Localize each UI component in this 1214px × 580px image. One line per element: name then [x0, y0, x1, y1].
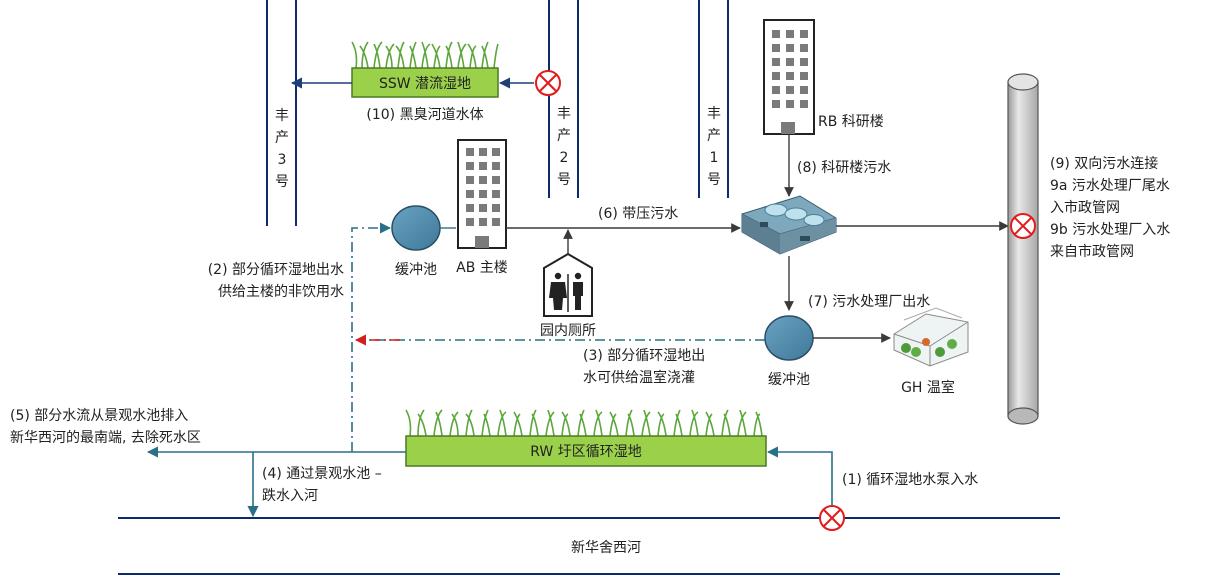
channel-fengchan-2: 丰 产 2 号: [548, 0, 579, 198]
ssw-label: SSW 潜流湿地: [379, 76, 471, 92]
flow-8-label: (8) 科研楼污水: [797, 160, 891, 176]
flow-4-line-2: 跌水入河: [262, 488, 318, 504]
ab-label: AB 主楼: [456, 260, 508, 276]
building-icon: [457, 139, 507, 249]
valve-icon[interactable]: [535, 70, 561, 96]
building-icon: [763, 19, 815, 135]
flow-1-label: (1) 循环湿地水泵入水: [842, 472, 978, 488]
grass-icon: [405, 409, 763, 437]
flow-2-line-1: (2) 部分循环湿地出水: [208, 262, 344, 278]
flow-9-line-1: (9) 双向污水连接: [1050, 155, 1158, 172]
buffer-pool-upper: [391, 205, 441, 251]
buffer-upper-label: 缓冲池: [395, 262, 437, 278]
nonpotable-supply-line: [351, 222, 392, 452]
channel-1-label-2: 产: [707, 128, 721, 144]
channel-2-label-1: 丰: [557, 106, 571, 122]
municipal-sewer-pipe: [1007, 73, 1039, 425]
channel-2-label-4: 号: [557, 172, 571, 188]
buffer-pool-lower: [764, 315, 814, 361]
flow-2-line-2: 供给主楼的非饮用水: [218, 284, 344, 300]
channel-3-label-2: 产: [275, 130, 289, 146]
valve-icon[interactable]: [1010, 213, 1036, 239]
flow-9-line-3: 入市政管网: [1050, 199, 1120, 216]
flow-9-line-2: 9a 污水处理厂尾水: [1050, 178, 1170, 194]
rw-wetland: RW 圩区循环湿地: [405, 409, 767, 467]
ssw-wetland: SSW 潜流湿地 (10) 黑臭河道水体: [351, 41, 499, 123]
toilet-icon: [543, 252, 593, 317]
flow-5-line-1: (5) 部分水流从景观水池排入: [10, 408, 188, 424]
channel-1-label-3: 1: [710, 150, 719, 166]
channel-2-label-3: 2: [560, 150, 569, 166]
channel-3-label-1: 丰: [275, 108, 289, 124]
flow-5-line-2: 新华西河的最南端, 去除死水区: [10, 430, 201, 446]
flow-3-line-2: 水可供给温室浇灌: [583, 369, 695, 386]
channel-fengchan-1: 丰 产 1 号: [698, 0, 729, 198]
flow-3-line-1: (3) 部分循环湿地出: [583, 348, 705, 364]
river: 新华舍西河: [118, 517, 1060, 575]
channel-3-label-4: 号: [275, 174, 289, 190]
toilet-label: 园内厕所: [540, 323, 596, 339]
flow-9-line-5: 来自市政管网: [1050, 243, 1134, 260]
treatment-plant-icon: [741, 195, 837, 255]
channel-1-label-1: 丰: [707, 106, 721, 122]
river-label: 新华舍西河: [571, 540, 641, 556]
channel-fengchan-3: 丰 产 3 号: [266, 0, 297, 226]
flow-9-line-4: 9b 污水处理厂入水: [1050, 222, 1170, 238]
channel-2-label-2: 产: [557, 128, 571, 144]
pump-inflow-arrow: [766, 446, 833, 506]
flow-4-line-1: (4) 通过景观水池 –: [262, 466, 382, 482]
valve-icon[interactable]: [819, 505, 845, 531]
channel-3-label-3: 3: [278, 152, 287, 168]
rw-label: RW 圩区循环湿地: [530, 444, 641, 460]
ssw-caption: (10) 黑臭河道水体: [366, 107, 483, 123]
flow-6-label: (6) 带压污水: [598, 206, 678, 222]
gh-label: GH 温室: [901, 379, 955, 396]
buffer-lower-label: 缓冲池: [768, 372, 810, 388]
grass-icon: [351, 41, 499, 69]
greenhouse-icon: [893, 307, 969, 367]
channel-1-label-4: 号: [707, 172, 721, 188]
flow-7-label: (7) 污水处理厂出水: [808, 294, 930, 310]
rb-label: RB 科研楼: [818, 114, 884, 130]
